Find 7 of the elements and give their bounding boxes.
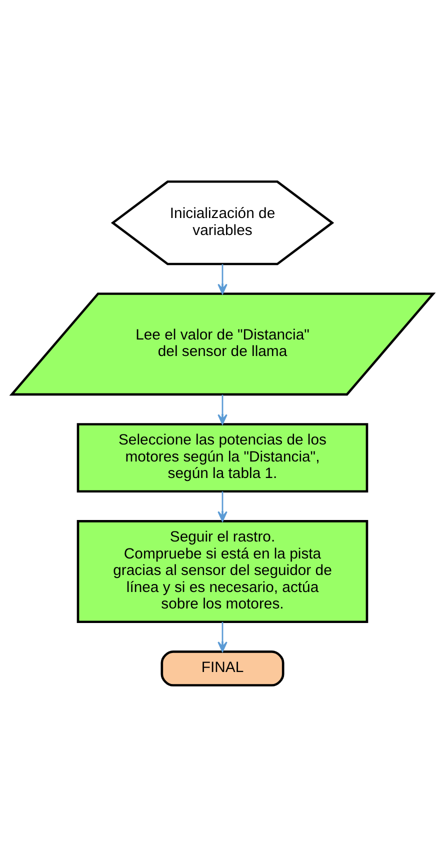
- arrow: [218, 491, 228, 522]
- node-box: FINAL: [160, 650, 284, 686]
- arrow: [218, 394, 228, 425]
- node-box: Seguir el rastro. Compruebe si está en la pista gracias al sensor del seguidor de línea y si es necesario, actúa sobre los motores.: [76, 520, 368, 624]
- node-box: Seleccione las potencias de los motores según la "Distancia", según la tabla 1.: [76, 423, 368, 493]
- arrow: [218, 622, 228, 652]
- arrow: [218, 264, 228, 294]
